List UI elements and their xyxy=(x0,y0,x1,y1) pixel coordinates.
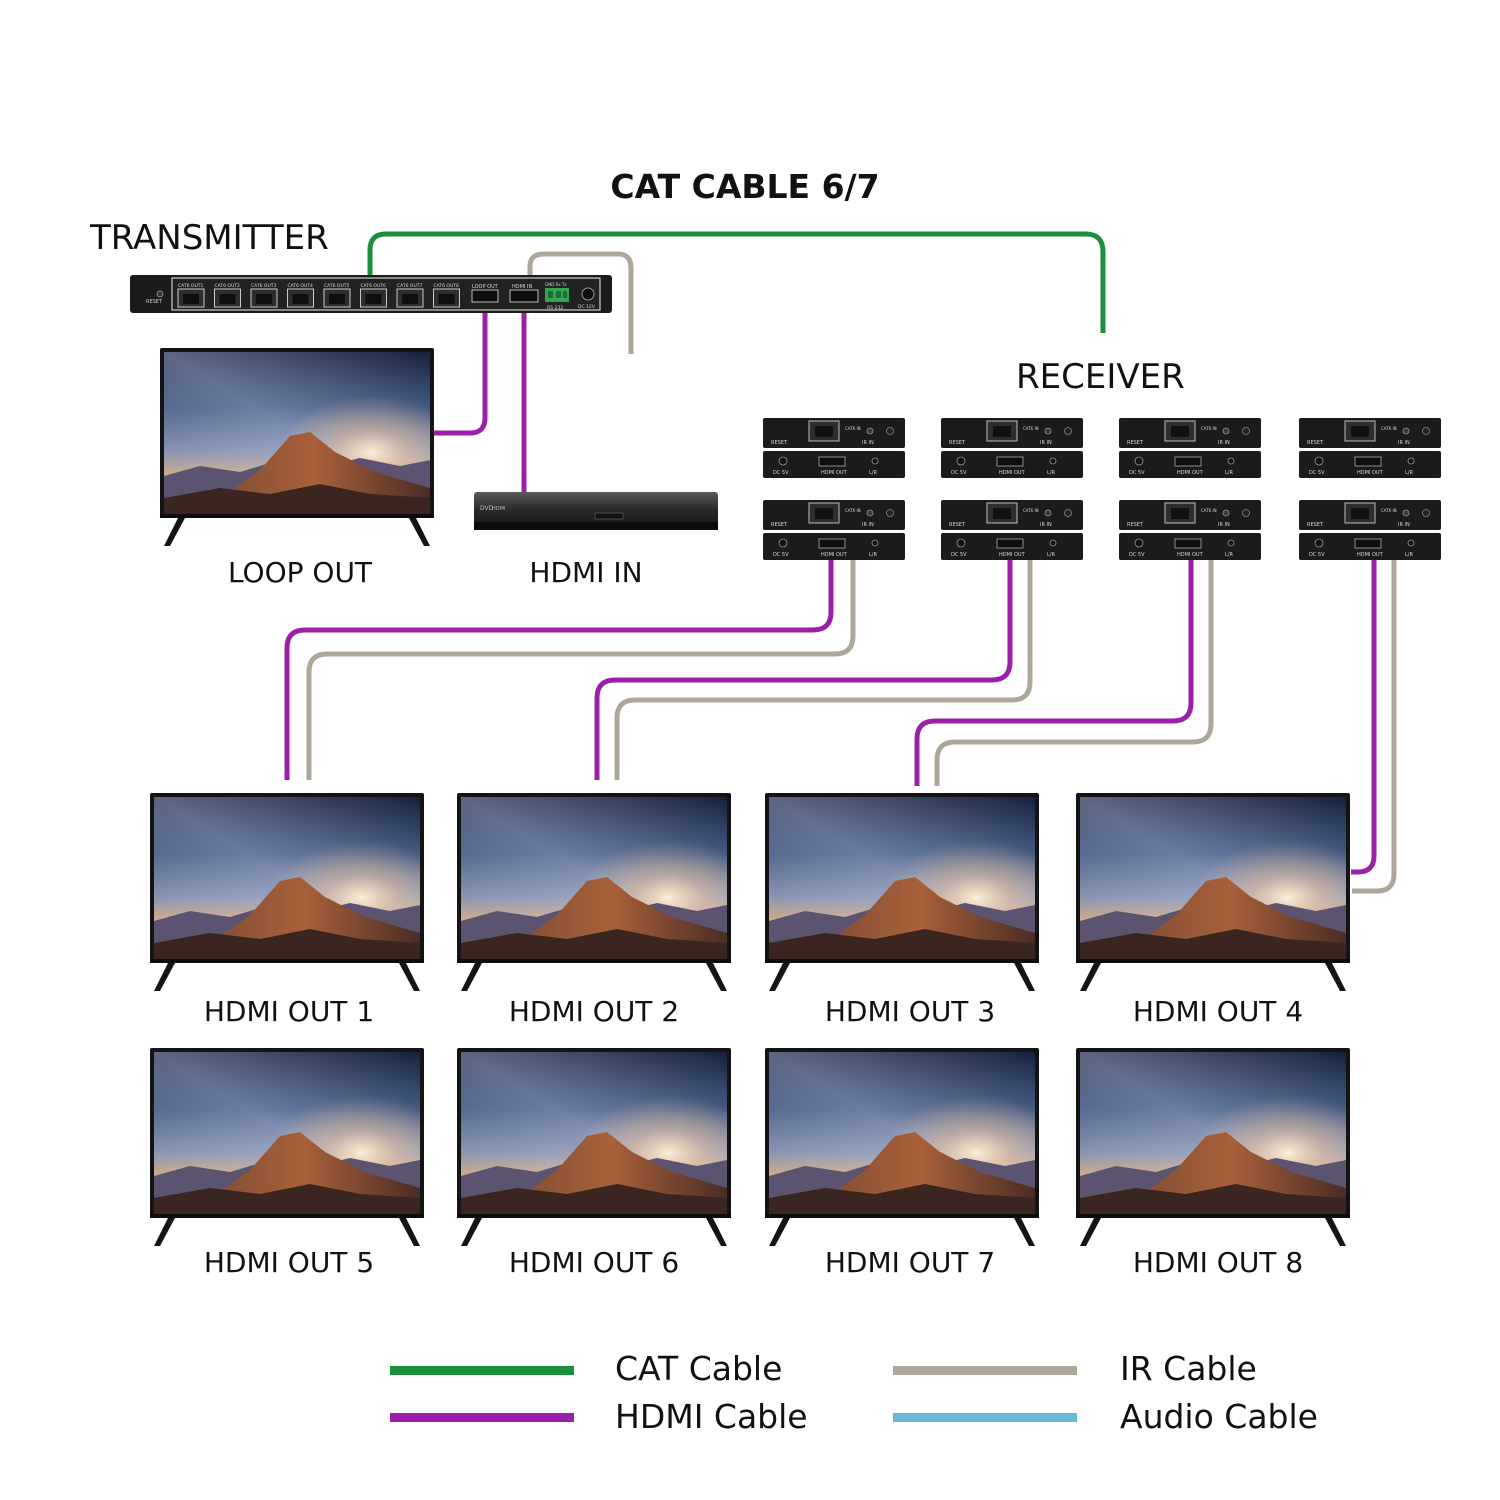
power-jack xyxy=(581,287,595,301)
transmitter-cat-ports: CAT6 OUT1 CAT6 OUT2 CAT6 OUT3 CAT6 OUT4 CAT6… xyxy=(177,283,460,308)
cat-port-label-4: CAT6 OUT4 xyxy=(288,283,313,289)
ir-cable-out-3 xyxy=(934,555,1214,786)
hdmi-cable-loop-out xyxy=(432,312,488,436)
cat-port-socket-7 xyxy=(402,294,418,304)
cat-port-label-2: CAT6 OUT2 xyxy=(215,283,240,289)
receiver-module-6 xyxy=(941,500,1083,561)
cat-port-socket-3 xyxy=(256,294,272,304)
hdmi-cable-out-1 xyxy=(284,555,834,780)
output-tv-6 xyxy=(457,1048,731,1246)
output-tv-4 xyxy=(1076,793,1350,991)
transmitter-label: TRANSMITTER xyxy=(90,218,329,258)
cat-cable-main xyxy=(367,231,1106,333)
cat-port-label-6: CAT6 OUT6 xyxy=(361,283,386,289)
receiver-module-3 xyxy=(1119,418,1261,479)
legend-swatch-hdmi xyxy=(390,1413,574,1422)
caption-hdmi-out-4: HDMI OUT 4 xyxy=(1132,995,1304,1028)
transmitter-reset-label: RESET xyxy=(146,299,163,305)
output-tv-1 xyxy=(150,793,424,991)
legend-label-cat: CAT Cable xyxy=(615,1349,783,1388)
hdmi-source-player: DVD HDMI xyxy=(474,492,718,530)
cat-port-label-5: CAT6 OUT5 xyxy=(324,283,349,289)
caption-hdmi-out-6: HDMI OUT 6 xyxy=(508,1246,680,1279)
hdmi-cable-out-4 xyxy=(1351,555,1377,875)
diagram-title: CAT CABLE 6/7 xyxy=(610,167,880,206)
caption-hdmi-out-5: HDMI OUT 5 xyxy=(203,1246,375,1279)
rs232-label: RS-232 xyxy=(547,305,563,311)
receiver-label: RECEIVER xyxy=(1016,357,1185,397)
caption-hdmi-out-3: HDMI OUT 3 xyxy=(824,995,996,1028)
receiver-module-7 xyxy=(1119,500,1261,561)
ir-cable-out-4 xyxy=(1352,555,1397,894)
caption-hdmi-in: HDMI IN xyxy=(529,556,643,589)
receiver-module-1 xyxy=(763,418,905,479)
caption-hdmi-out-2: HDMI OUT 2 xyxy=(508,995,680,1028)
power-label: DC 12V xyxy=(578,304,596,310)
legend-label-audio: Audio Cable xyxy=(1120,1397,1318,1436)
output-tv-5 xyxy=(150,1048,424,1246)
cat-port-socket-1 xyxy=(183,294,199,304)
receiver-module-4 xyxy=(1299,418,1441,479)
legend-label-hdmi: HDMI Cable xyxy=(615,1397,808,1436)
receiver-module-5 xyxy=(763,500,905,561)
cat-port-label-1: CAT6 OUT1 xyxy=(178,283,203,289)
legend-swatch-ir xyxy=(893,1366,1077,1375)
loop-out-tv xyxy=(160,348,434,546)
player-hdmi-logo: HDMI xyxy=(492,506,505,512)
cat-port-socket-2 xyxy=(219,294,236,304)
caption-hdmi-out-7: HDMI OUT 7 xyxy=(824,1246,996,1279)
legend-swatches xyxy=(390,1366,1077,1422)
cat-port-socket-8 xyxy=(438,294,455,304)
cables-layer xyxy=(284,231,1397,894)
output-tv-8 xyxy=(1076,1048,1350,1246)
caption-loop-out: LOOP OUT xyxy=(227,556,373,589)
cat-port-socket-4 xyxy=(292,294,309,304)
player-dvd-badge: DVD xyxy=(480,505,494,512)
cat-port-label-8: CAT6 OUT8 xyxy=(434,283,459,289)
output-tv-7 xyxy=(765,1048,1039,1246)
receiver-module-2 xyxy=(941,418,1083,479)
output-tv-2 xyxy=(457,793,731,991)
hdmi-cable-out-3 xyxy=(914,555,1194,786)
transmitter-loop-label: LOOP OUT xyxy=(472,284,499,290)
caption-hdmi-out-8: HDMI OUT 8 xyxy=(1132,1246,1304,1279)
terminal-label: GND Rx Tx xyxy=(545,282,567,287)
ir-cable-transmitter xyxy=(527,251,634,354)
receiver-modules xyxy=(763,418,1441,561)
cat-port-socket-5 xyxy=(329,294,345,304)
caption-hdmi-out-1: HDMI OUT 1 xyxy=(203,995,375,1028)
legend-swatch-cat xyxy=(390,1366,574,1375)
legend-swatch-audio xyxy=(893,1413,1077,1422)
cat-port-label-7: CAT6 OUT7 xyxy=(397,283,422,289)
ir-cable-out-2 xyxy=(614,555,1033,780)
ir-cable-out-1 xyxy=(306,555,856,780)
receiver-module-8 xyxy=(1299,500,1441,561)
cat-port-socket-6 xyxy=(365,294,382,304)
cat-port-label-3: CAT6 OUT3 xyxy=(251,283,276,289)
legend-label-ir: IR Cable xyxy=(1120,1349,1257,1388)
output-tv-3 xyxy=(765,793,1039,991)
transmitter-hdmi-label: HDMI IN xyxy=(512,284,532,290)
hdmi-cable-out-2 xyxy=(594,555,1013,780)
